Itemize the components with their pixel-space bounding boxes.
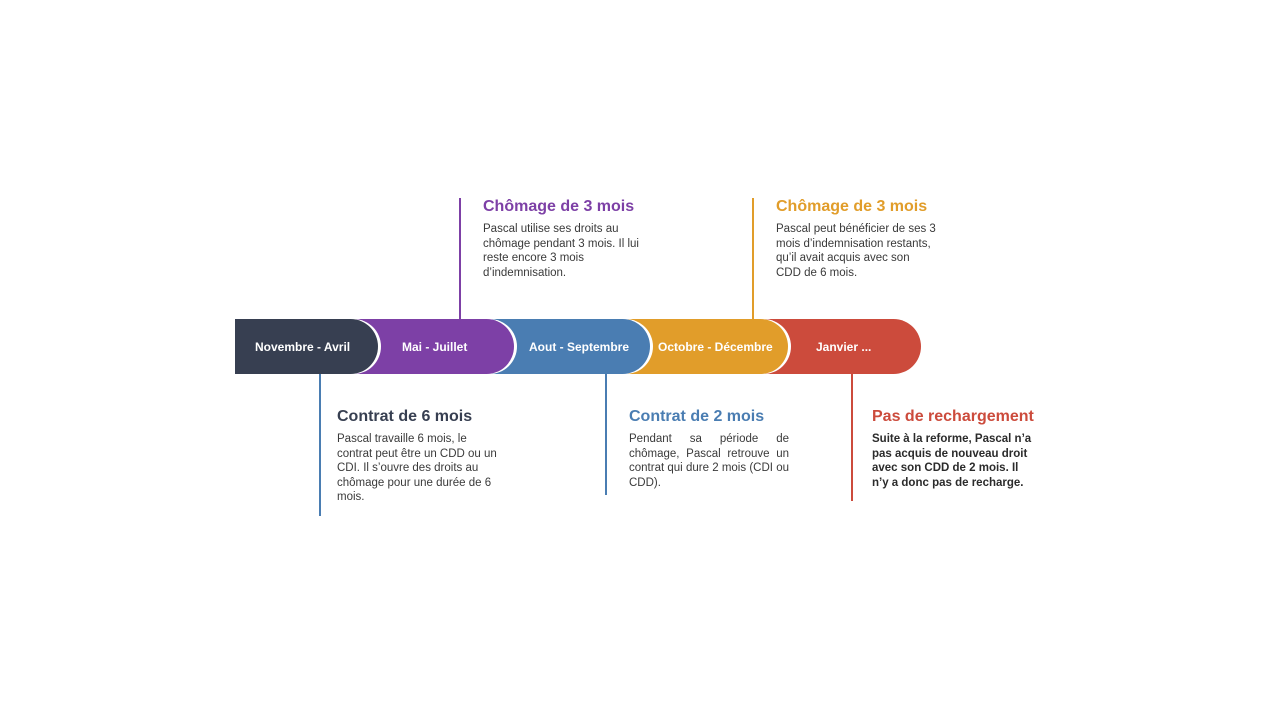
note-text: Pascal utilise ses droits au chômage pen… xyxy=(483,223,639,279)
connector-line-chomage-1 xyxy=(459,198,461,319)
note-title: Contrat de 2 mois xyxy=(629,408,765,425)
segment-label: Octobre - Décembre xyxy=(658,339,773,354)
segment-label: Janvier ... xyxy=(816,339,872,354)
note-title: Chômage de 3 mois xyxy=(483,198,635,215)
segment-label: Aout - Septembre xyxy=(529,339,630,354)
note-text: Pascal peut bénéficier de ses 3 mois d’i… xyxy=(776,223,936,279)
note-chomage-3-mois-2: Chômage de 3 mois Pascal peut bénéficier… xyxy=(776,198,936,280)
note-contrat-2-mois: Contrat de 2 mois Pendant sa période de … xyxy=(629,408,789,490)
note-pas-de-rechargement: Pas de rechargement Suite à la reforme, … xyxy=(872,408,1034,490)
note-text: Suite à la reforme, Pascal n’a pas acqui… xyxy=(872,433,1032,489)
segment-label: Novembre - Avril xyxy=(255,339,351,354)
connector-line-chomage-2 xyxy=(752,198,754,319)
timeline-segment-mai-juillet: Mai - Juillet xyxy=(356,319,514,374)
connector-line-contrat-6 xyxy=(319,374,321,516)
note-text: Pascal travaille 6 mois, le contrat peut… xyxy=(337,433,497,504)
note-title: Pas de rechargement xyxy=(872,408,1034,425)
note-title: Chômage de 3 mois xyxy=(776,198,928,215)
note-chomage-3-mois-1: Chômage de 3 mois Pascal utilise ses dro… xyxy=(483,198,648,280)
note-text: Pendant sa période de chômage, Pascal re… xyxy=(629,433,789,489)
timeline-segment-octobre-decembre: Octobre - Décembre xyxy=(628,319,788,374)
connector-line-contrat-2 xyxy=(605,374,607,495)
timeline-segment-novembre-avril: Novembre - Avril xyxy=(235,319,378,374)
segment-label: Mai - Juillet xyxy=(402,339,468,354)
timeline-segment-janvier: Janvier ... xyxy=(765,319,921,374)
note-contrat-6-mois: Contrat de 6 mois Pascal travaille 6 moi… xyxy=(337,408,505,505)
timeline-segment-aout-septembre: Aout - Septembre xyxy=(492,319,650,374)
note-title: Contrat de 6 mois xyxy=(337,408,473,425)
connector-line-recharge xyxy=(851,374,853,501)
